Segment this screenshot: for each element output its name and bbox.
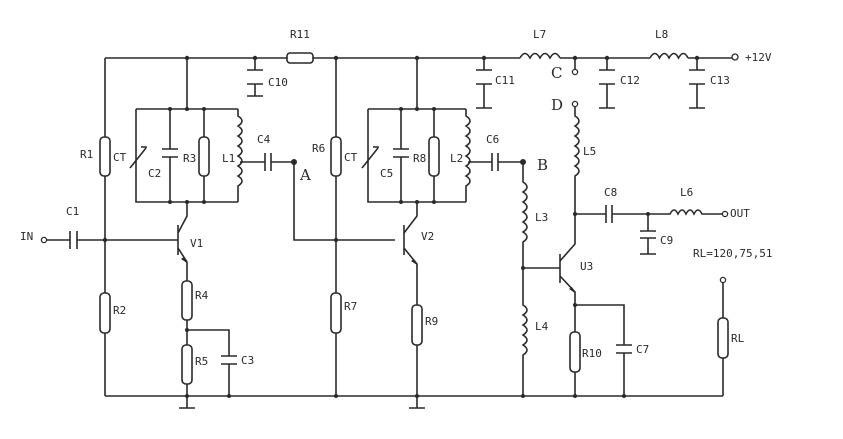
label-r7: R7: [344, 300, 357, 313]
label-l5: L5: [583, 145, 596, 158]
capacitor-c8: C8: [573, 186, 648, 223]
input-label: IN: [20, 230, 33, 243]
inductor-l6: L6: [648, 186, 722, 216]
inductor-l2: L2: [450, 109, 471, 202]
label-c12: C12: [620, 74, 640, 87]
capacitor-c10: C10: [247, 55, 288, 97]
capacitor-c13: C13: [689, 55, 730, 109]
resistor-r7: R7: [330, 240, 357, 398]
label-c1: C1: [66, 205, 79, 218]
transistor-v2: V2: [403, 202, 434, 305]
node-c: C: [551, 55, 579, 82]
capacitor-c12: C12: [599, 55, 640, 109]
resistor-r11: R11: [286, 28, 314, 64]
ground-symbol-1: [179, 394, 195, 409]
capacitor-c5: C5: [380, 109, 409, 202]
trimmer-capacitor-ct2: CT: [344, 146, 379, 169]
label-ct1: CT: [113, 151, 127, 164]
label-l6: L6: [680, 186, 693, 199]
capacitor-c1: C1: [47, 205, 178, 249]
label-l4: L4: [535, 320, 549, 333]
coupling-wire-a: [293, 162, 395, 241]
label-c3: C3: [241, 354, 254, 367]
label-r1: R1: [80, 148, 93, 161]
output-label: OUT: [730, 207, 750, 220]
label-r4: R4: [195, 289, 209, 302]
load-resistor-rl: RL=120,75,51 RL: [693, 247, 772, 396]
output-terminal: OUT: [721, 207, 750, 220]
label-c7: C7: [636, 343, 649, 356]
ground-symbol-2: [409, 394, 425, 409]
label-r3: R3: [183, 152, 196, 165]
capacitor-c9: C9: [640, 212, 673, 255]
label-c2: C2: [148, 167, 161, 180]
resistor-r2: R2: [99, 237, 126, 396]
label-l7: L7: [533, 28, 546, 41]
capacitor-c4: C4 A: [240, 133, 311, 184]
supply-terminal: +12V: [731, 51, 772, 64]
label-r6: R6: [312, 142, 325, 155]
label-v1: V1: [190, 237, 203, 250]
node-a-label: A: [299, 166, 311, 184]
label-r8: R8: [413, 152, 426, 165]
node-d-label: D: [551, 96, 563, 114]
resistor-r10: R10: [569, 302, 602, 398]
supply-label: +12V: [745, 51, 772, 64]
inductor-l3: L3: [521, 162, 548, 270]
resistor-r8: R8: [413, 109, 440, 202]
resistor-r1: R1: [80, 58, 111, 240]
transistor-u3: U3: [523, 214, 593, 302]
load-note: RL=120,75,51: [693, 247, 772, 260]
label-v2: V2: [421, 230, 434, 243]
label-c10: C10: [268, 76, 288, 89]
label-r2: R2: [113, 304, 126, 317]
capacitor-c7: C7: [575, 304, 649, 398]
transistor-v1: V1: [177, 202, 203, 281]
resistor-r3: R3: [183, 109, 210, 202]
label-l3: L3: [535, 211, 548, 224]
node-d: D: [551, 96, 579, 114]
node-b-label: B: [537, 156, 548, 174]
input-terminal: IN: [20, 230, 48, 244]
label-rl: RL: [731, 332, 745, 345]
label-c8: C8: [604, 186, 617, 199]
inductor-l7: L7: [519, 28, 561, 60]
resistor-r4: R4: [181, 280, 209, 332]
capacitor-c3: C3: [187, 329, 254, 398]
label-c6: C6: [486, 133, 499, 146]
label-ct2: CT: [344, 151, 358, 164]
label-l1: L1: [222, 152, 235, 165]
label-c9: C9: [660, 234, 673, 247]
label-c11: C11: [495, 74, 515, 87]
resistor-r9: R9: [411, 304, 438, 396]
inductor-l4: L4: [521, 268, 549, 398]
capacitor-c6: C6 B: [468, 133, 548, 174]
tank-circuit-1: [135, 55, 238, 204]
trimmer-capacitor-ct1: CT: [113, 146, 147, 169]
label-r11: R11: [290, 28, 310, 41]
capacitor-c2: C2: [148, 109, 178, 202]
node-c-label: C: [551, 64, 562, 82]
label-c4: C4: [257, 133, 271, 146]
inductor-l1: L1: [222, 109, 243, 202]
label-l8: L8: [655, 28, 668, 41]
label-c5: C5: [380, 167, 393, 180]
resistor-r5: R5: [181, 330, 208, 396]
label-c13: C13: [710, 74, 730, 87]
inductor-l8: L8: [649, 28, 689, 60]
label-u3: U3: [580, 260, 593, 273]
tank-circuit-2: [367, 55, 466, 204]
label-r9: R9: [425, 315, 438, 328]
label-r5: R5: [195, 355, 208, 368]
inductor-l5: L5: [573, 107, 596, 214]
label-l2: L2: [450, 152, 463, 165]
capacitor-c11: C11: [476, 55, 515, 109]
label-r10: R10: [582, 347, 602, 360]
resistor-r6: R6: [312, 55, 342, 242]
